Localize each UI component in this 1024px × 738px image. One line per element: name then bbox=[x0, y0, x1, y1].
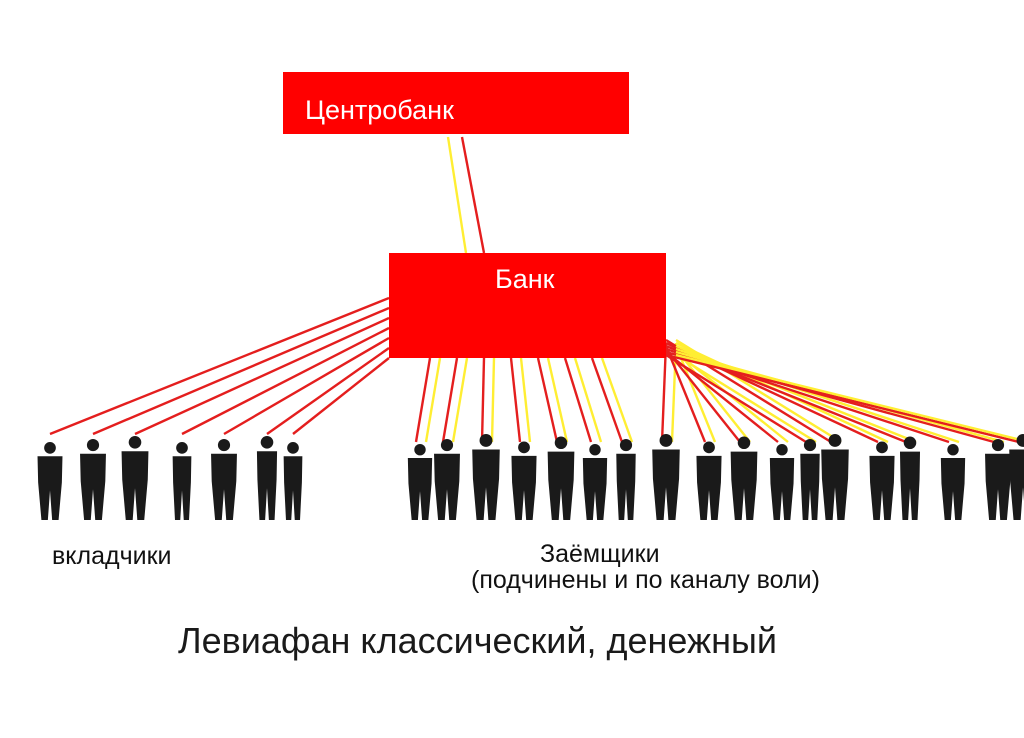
borrower-link-yellow-3 bbox=[490, 357, 496, 443]
depositor-link-7 bbox=[292, 357, 390, 435]
borrower-link-red-10 bbox=[665, 348, 741, 443]
cb-bank-link-yellow bbox=[446, 136, 468, 254]
central-bank-label: Центробанк bbox=[305, 95, 454, 125]
depositor-link-1 bbox=[49, 296, 390, 436]
depositor-figure bbox=[172, 442, 192, 520]
borrower-figure bbox=[1009, 434, 1024, 520]
borrower-link-red-2 bbox=[441, 357, 459, 443]
borrower-link-red-8 bbox=[660, 342, 668, 443]
borrower-link-yellow-2 bbox=[451, 357, 469, 443]
depositor-figure bbox=[211, 439, 237, 520]
borrower-figure bbox=[407, 444, 433, 520]
borrower-figure bbox=[696, 441, 722, 520]
borrower-figure bbox=[899, 436, 921, 520]
borrower-figure bbox=[821, 434, 849, 520]
borrower-figure bbox=[472, 434, 500, 520]
borrower-link-yellow-6 bbox=[573, 357, 603, 443]
borrower-link-yellow-1 bbox=[424, 357, 442, 443]
borrower-link-red-18 bbox=[665, 353, 1020, 444]
borrowers-label: Заёмщики bbox=[540, 540, 660, 568]
depositor-figure bbox=[121, 436, 149, 520]
borrower-link-red-12 bbox=[665, 353, 807, 444]
borrower-figure bbox=[652, 434, 680, 520]
depositor-figure bbox=[37, 442, 63, 520]
borrower-figure bbox=[985, 439, 1011, 520]
borrower-figure bbox=[800, 439, 820, 520]
depositor-figure bbox=[80, 439, 106, 520]
borrower-figure bbox=[730, 436, 758, 520]
depositor-figure bbox=[283, 442, 303, 520]
borrower-link-red-1 bbox=[414, 357, 432, 443]
borrower-figure bbox=[582, 444, 608, 520]
borrower-link-red-3 bbox=[480, 357, 486, 443]
borrower-figure bbox=[434, 439, 460, 520]
depositor-figure bbox=[256, 436, 278, 520]
borrower-link-red-5 bbox=[536, 357, 559, 443]
borrower-link-red-4 bbox=[509, 357, 522, 443]
borrower-link-yellow-12 bbox=[675, 353, 817, 444]
depositor-link-4 bbox=[181, 326, 390, 436]
borrower-link-red-9 bbox=[664, 345, 707, 443]
borrower-link-yellow-4 bbox=[519, 357, 532, 443]
depositor-link-3 bbox=[134, 316, 390, 436]
borrowers-sublabel: (подчинены и по каналу воли) bbox=[471, 566, 820, 594]
depositor-link-6 bbox=[266, 347, 390, 435]
borrower-figure bbox=[547, 436, 575, 520]
borrower-link-red-6 bbox=[563, 357, 593, 443]
borrower-figure bbox=[769, 444, 795, 520]
cb-bank-link-red bbox=[460, 136, 486, 254]
bank-label: Банк bbox=[495, 264, 555, 294]
diagram-caption: Левиафан классический, денежный bbox=[178, 620, 777, 661]
borrower-figure bbox=[869, 441, 895, 520]
people-layer bbox=[37, 434, 1024, 520]
links-layer bbox=[49, 136, 1024, 444]
bank-box: Банк bbox=[389, 253, 666, 358]
depositor-link-5 bbox=[223, 336, 390, 436]
borrower-link-yellow-5 bbox=[546, 357, 569, 443]
depositor-link-2 bbox=[92, 306, 390, 436]
borrower-figure bbox=[511, 441, 537, 520]
borrower-link-yellow-10 bbox=[675, 348, 751, 443]
borrower-figure bbox=[940, 444, 966, 520]
central-bank-box: Центробанк bbox=[283, 72, 629, 134]
depositors-label: вкладчики bbox=[52, 542, 172, 570]
borrower-link-yellow-7 bbox=[600, 357, 634, 443]
borrower-link-yellow-18 bbox=[675, 353, 1024, 443]
borrower-link-yellow-9 bbox=[674, 345, 717, 443]
borrower-link-red-7 bbox=[590, 357, 624, 443]
borrower-figure bbox=[616, 439, 636, 520]
